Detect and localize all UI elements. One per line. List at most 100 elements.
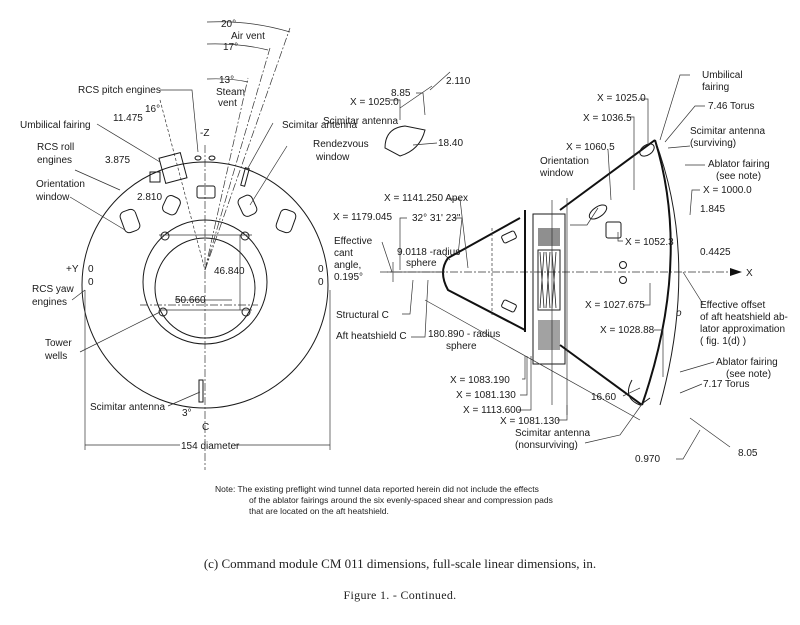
- leader-x1028: [654, 329, 664, 377]
- angle-3: 3°: [182, 408, 192, 419]
- air-vent-angle: 20°: [221, 19, 236, 30]
- leader-orientation: [69, 196, 126, 231]
- yaw-mark-3: 0: [318, 264, 324, 275]
- x1060-label: X = 1060.5: [566, 142, 615, 153]
- d0970-label: 0.970: [635, 454, 660, 465]
- rcs-roll-label-1: RCS roll: [37, 142, 74, 153]
- side-umbilical-fairing: [639, 143, 655, 157]
- ablator2-label-2: (see note): [726, 369, 771, 380]
- leader-effective-cant: [381, 241, 393, 273]
- leader-scim-non: [584, 403, 643, 444]
- orientation-window-left: [119, 208, 141, 234]
- yaw-mark-4: 0: [318, 277, 324, 288]
- leader-rcs-roll: [74, 169, 121, 191]
- leader-0970: [676, 429, 701, 460]
- leader-x1052: [617, 232, 623, 242]
- scimitar-top-label: Scimitar antenna: [282, 120, 357, 131]
- x1028-label: X = 1028.88: [600, 325, 655, 336]
- note-line-1: Note: The existing preflight wind tunnel…: [215, 484, 539, 494]
- scim-non-2: (nonsurviving): [515, 440, 578, 451]
- torus717-label: 7.17 Torus: [703, 379, 750, 390]
- steam-vent-arc: [206, 78, 249, 83]
- ray-17: [204, 47, 271, 271]
- x1081b-label: X = 1081.130: [500, 416, 560, 427]
- x1025-label: X = 1025.0: [597, 93, 646, 104]
- station-marker-upper: [619, 261, 627, 269]
- station-marker-lower: [619, 276, 627, 284]
- x1141-label: X = 1141.250 Apex: [384, 193, 468, 204]
- tower-well-ur: [240, 231, 250, 241]
- tower-wells-label-2: wells: [44, 351, 67, 362]
- steam-vent-label-1: Steam: [216, 87, 245, 98]
- forward-window-bottom: [501, 299, 517, 313]
- leader-orientation-side: [570, 207, 599, 226]
- r9-label-1: 9.0118 -radius: [397, 247, 460, 258]
- air-vent-ray: [204, 27, 291, 271]
- leader-structural: [402, 279, 414, 315]
- orientation-side-2: window: [539, 168, 574, 179]
- x-axis-arrow: [730, 268, 742, 276]
- minus-z-label: -Z: [200, 128, 209, 139]
- rendezvous-label-2: window: [315, 152, 350, 163]
- offset-label-2: of aft heatshield ab-: [700, 312, 788, 323]
- effective-cant-2: cant: [334, 248, 353, 259]
- steam-vent-angle: 13°: [219, 75, 234, 86]
- r180-label-2: sphere: [446, 341, 477, 352]
- leader-tower-wells: [79, 311, 161, 353]
- leader-x1025: [639, 98, 649, 145]
- detail-antenna-label: Scimitar antenna: [323, 116, 398, 127]
- pitch-engine-a: [194, 155, 202, 161]
- aft-body-lower-edge: [559, 344, 643, 406]
- leader-scimitar-top: [247, 122, 274, 169]
- leader-x1036: [627, 116, 635, 190]
- dim-2810: 2.810: [137, 192, 162, 203]
- umbilical-label: Umbilical fairing: [20, 120, 91, 131]
- air-vent-arc: [206, 21, 291, 33]
- leader-r9: [444, 254, 451, 261]
- leader-umbilical-side: [659, 74, 690, 141]
- dim-3875: 3.875: [105, 155, 130, 166]
- tower-well-ul: [160, 231, 170, 241]
- leader-1840: [412, 142, 438, 146]
- x1027-label: X = 1027.675: [585, 300, 645, 311]
- forward-cone-outline: [442, 217, 526, 331]
- rcs-roll-shape: [149, 171, 161, 183]
- x1083-label: X = 1083.190: [450, 375, 510, 386]
- note-line-2: of the ablator fairings around the six e…: [249, 495, 553, 505]
- x1081a-label: X = 1081.130: [456, 390, 516, 401]
- leader-rendezvous: [249, 145, 288, 206]
- umbilical-fairing-shape: [158, 151, 188, 185]
- figure-caption: (c) Command module CM 011 dimensions, fu…: [203, 556, 597, 571]
- x1000-label: X = 1000.0: [703, 185, 752, 196]
- detail-2110: 2.110: [446, 76, 471, 87]
- scim-surv-1: Scimitar antenna: [690, 126, 765, 137]
- yaw-mark-2: 0: [88, 277, 94, 288]
- rcs-pitch-label: RCS pitch engines: [78, 85, 161, 96]
- scimitar-bottom-label: Scimitar antenna: [90, 402, 165, 413]
- leader-scim-surv: [667, 145, 691, 149]
- side-hatch-window: [605, 221, 622, 239]
- ablator-label-1: Ablator fairing: [708, 159, 770, 170]
- arc-17: [206, 43, 269, 51]
- umbilical-side-2: fairing: [702, 82, 729, 93]
- dim-11475: 11.475: [113, 113, 143, 124]
- window-right: [275, 208, 297, 234]
- leader-x1027: [643, 283, 651, 306]
- leader-scimitar-bottom: [167, 391, 201, 407]
- effective-cant-4: 0.195°: [334, 272, 363, 283]
- ablator-label-2: (see note): [716, 171, 761, 182]
- d04425-label: 0.4425: [700, 247, 731, 258]
- figure-note: Note: The existing preflight wind tunnel…: [215, 484, 615, 517]
- aft-heatshield-curve: [641, 139, 672, 406]
- effective-cant-1: Effective: [334, 236, 373, 247]
- leader-x1113: [518, 356, 532, 411]
- aft-body-upper-edge: [559, 139, 656, 211]
- torus746-label: 7.46 Torus: [708, 101, 755, 112]
- tower-wells-label-1: Tower: [45, 338, 72, 349]
- apex-angle-label: 32° 31' 23": [412, 213, 461, 224]
- r9-label-2: sphere: [406, 258, 437, 269]
- leader-aft-hs: [411, 279, 429, 338]
- x1036-label: X = 1036.5: [583, 113, 632, 124]
- window-upper-left: [161, 195, 181, 216]
